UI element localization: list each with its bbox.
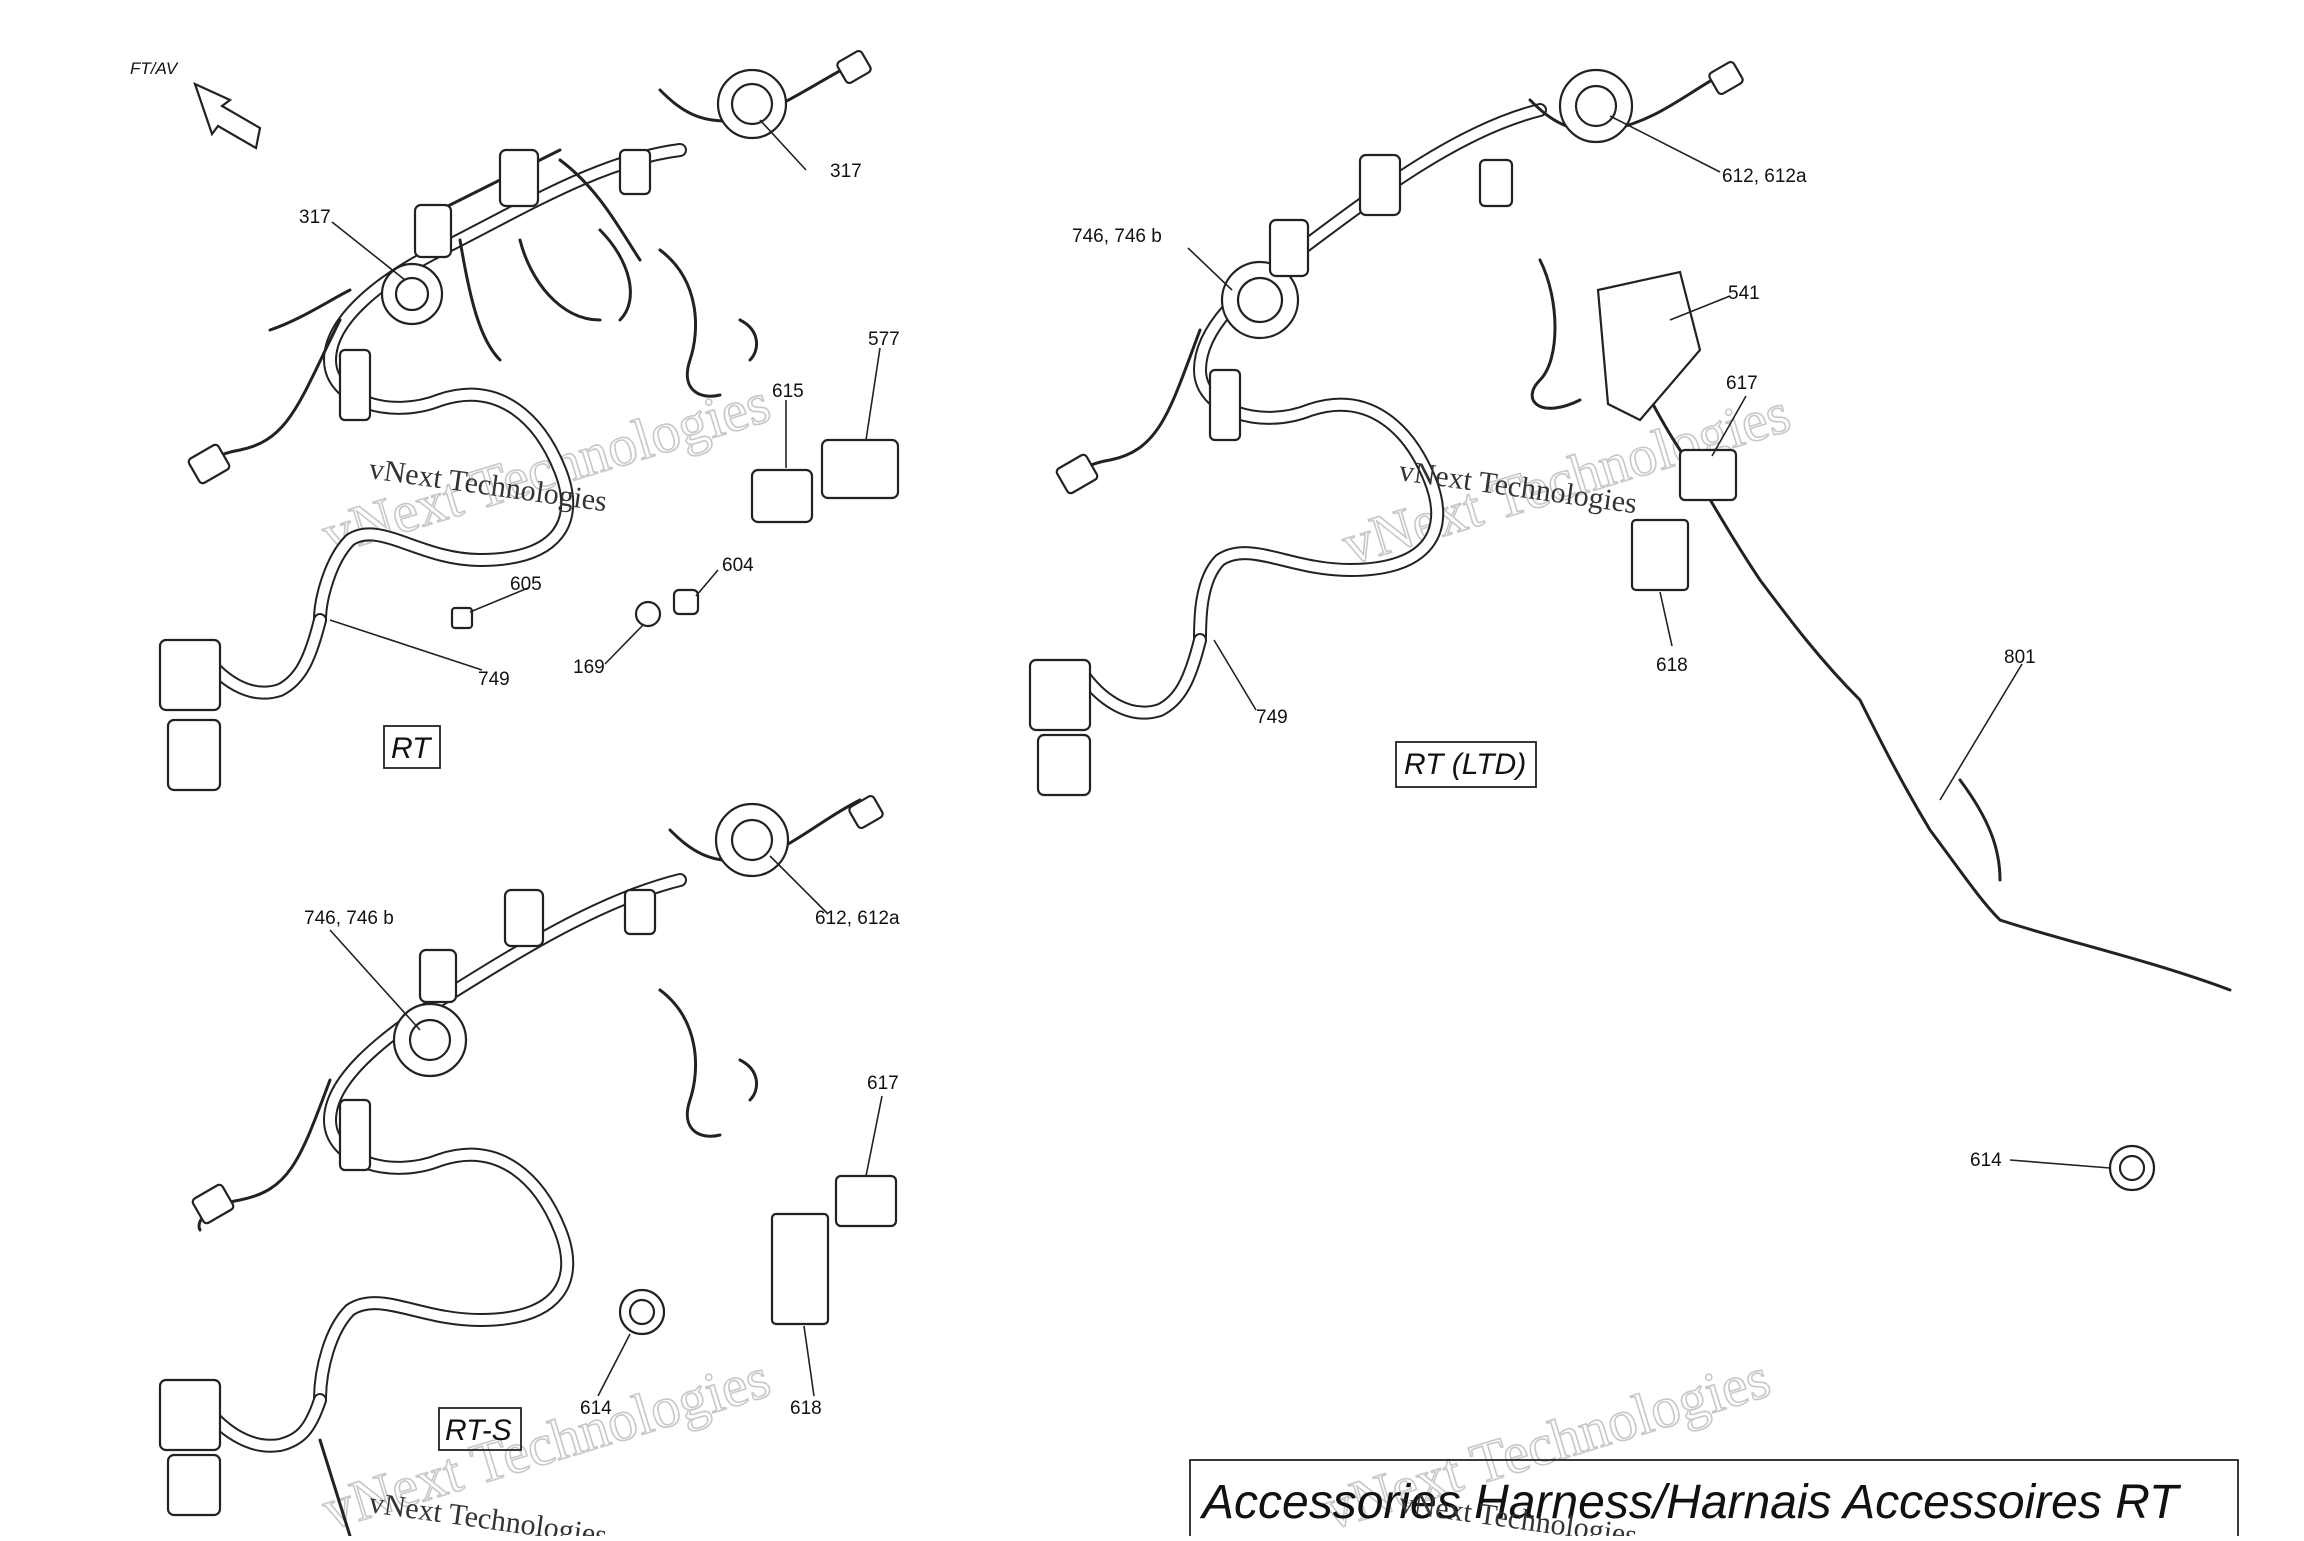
rts-plug-c <box>623 888 657 936</box>
rts-end-plug-left <box>191 1183 235 1225</box>
rts-plug-a <box>418 948 458 1004</box>
ltd-variant-box <box>1395 741 1537 788</box>
ltd-end-plug-left <box>1055 453 1099 495</box>
rts-callout-618: 618 <box>790 1398 822 1419</box>
ltd-plug-c <box>1478 158 1514 208</box>
ltd-callout-617: 617 <box>1726 373 1758 394</box>
rts-main-connector-top <box>158 1378 222 1452</box>
harness-rt-ltd: 746, 746 b 612, 612a 541 617 618 749 801… <box>1028 60 2232 1192</box>
rt-main-connector-top <box>158 638 222 712</box>
rt-variant-label: RT <box>391 732 433 765</box>
rts-callout-614: 614 <box>580 1398 612 1419</box>
rt-callout-749: 749 <box>478 669 510 690</box>
ltd-plug-b <box>1358 153 1402 217</box>
ltd-socket-618 <box>1630 518 1690 592</box>
rts-callout-746: 746, 746 b <box>304 908 394 929</box>
rts-plug-b <box>503 888 545 948</box>
watermarks-front: vNext Technologies vNext Technologies vN… <box>367 452 1639 1541</box>
rt-part-605 <box>450 606 474 630</box>
direction-label: FT/AV <box>130 59 179 78</box>
ltd-callout-612: 612, 612a <box>1722 166 1807 187</box>
rt-callout-317-left: 317 <box>299 207 331 228</box>
ltd-switch-617 <box>1678 448 1738 502</box>
rts-main-connector-bottom <box>166 1453 222 1517</box>
ltd-callout-746: 746, 746 b <box>1072 226 1162 247</box>
rt-main-connector-bottom <box>166 718 222 792</box>
rt-switch-577 <box>820 438 900 500</box>
rts-callout-612: 612, 612a <box>815 908 900 929</box>
rts-plug-d <box>338 1098 372 1172</box>
ltd-callout-614: 614 <box>1970 1150 2002 1171</box>
rt-part-169 <box>634 600 662 628</box>
rt-part-604 <box>672 588 700 616</box>
rt-variant-box <box>383 725 441 769</box>
rt-callout-615: 615 <box>772 381 804 402</box>
rt-callout-317-right: 317 <box>830 161 862 182</box>
title-block: Accessories Harness/Harnais Accessoires … <box>1189 1459 2239 1541</box>
rts-end-plug <box>848 794 884 830</box>
harness-rt: 317 317 615 577 605 604 169 749 RT <box>158 49 900 792</box>
ltd-callout-618: 618 <box>1656 655 1688 676</box>
ltd-callout-801: 801 <box>2004 647 2036 668</box>
ltd-callout-749: 749 <box>1256 707 1288 728</box>
rt-end-plug-left <box>187 443 231 485</box>
ltd-variant-label: RT (LTD) <box>1404 748 1526 781</box>
ltd-callout-541: 541 <box>1728 283 1760 304</box>
ltd-plug-d <box>1208 368 1242 442</box>
rts-callout-617: 617 <box>867 1073 899 1094</box>
front-arrow-icon <box>193 81 262 150</box>
rt-callout-169: 169 <box>573 657 605 678</box>
ltd-main-connector-top <box>1028 658 1092 732</box>
rts-socket-618 <box>770 1212 830 1326</box>
rts-variant-box <box>438 1407 522 1451</box>
ltd-plug-a <box>1268 218 1310 278</box>
rt-plug-a <box>413 203 453 259</box>
rt-callout-577: 577 <box>868 329 900 350</box>
rt-callout-605: 605 <box>510 574 542 595</box>
rt-plug-d <box>338 348 372 422</box>
rt-callout-604: 604 <box>722 555 754 576</box>
direction-indicator: FT/AV <box>130 59 262 150</box>
rts-variant-label: RT-S <box>445 1414 512 1447</box>
diagram-title: Accessories Harness/Harnais Accessoires … <box>1199 1476 2182 1529</box>
rts-switch-617 <box>834 1174 898 1228</box>
rt-end-plug <box>836 49 872 85</box>
ltd-main-connector-bottom <box>1036 733 1092 797</box>
harness-rt-s: 746, 746 b 612, 612a 617 614 618 RT-S <box>158 794 900 1538</box>
ltd-end-plug <box>1708 60 1744 96</box>
rt-plug-c <box>618 148 652 196</box>
rt-plug-b <box>498 148 540 208</box>
ltd-module-541 <box>1596 270 1702 422</box>
rt-switch-615 <box>750 468 814 524</box>
